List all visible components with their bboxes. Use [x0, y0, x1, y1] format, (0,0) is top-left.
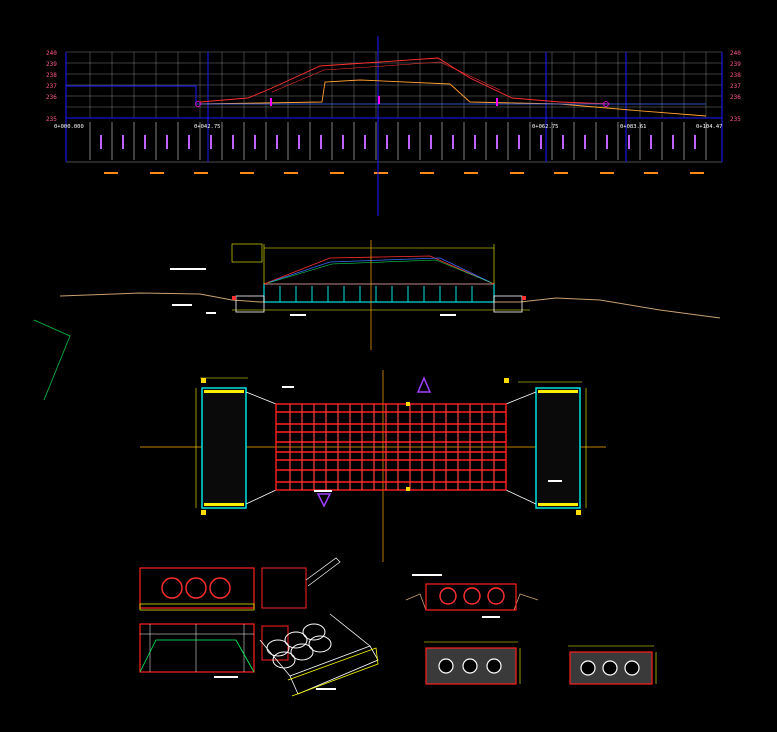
station-label: 0+000.000 [54, 124, 84, 130]
y-tick-label: 239 [730, 61, 741, 68]
culvert-webs [279, 286, 473, 302]
fill-embankment [263, 255, 495, 285]
headwall-pipes-1 [161, 577, 231, 599]
plan-markers [201, 378, 581, 515]
headwall-section-1 [139, 567, 255, 609]
isometric-culvert [259, 613, 379, 695]
barrel-outline [275, 403, 507, 491]
profile-y-axis-right: 240 239 238 237 236 235 [730, 50, 741, 123]
pipe-openings-1 [438, 658, 502, 674]
barrel-stirrups [289, 404, 495, 490]
detail-title-notes [214, 574, 500, 690]
station-label: 0+062.75 [532, 124, 559, 130]
inlet-marks [232, 296, 526, 300]
isometric-base [287, 647, 379, 697]
longitudinal-profile: 240 239 238 237 236 235 240 239 238 237 … [46, 36, 741, 216]
y-tick-label: 236 [46, 94, 57, 101]
elevation-notes [170, 268, 456, 316]
plan-dimension-lines [195, 377, 587, 508]
section-marker-icon [416, 376, 432, 393]
wingwalls [235, 295, 523, 313]
wingwall-section-2 [139, 639, 255, 673]
road-grade [269, 257, 491, 283]
elevation-dim-lines [424, 641, 657, 684]
y-tick-label: 240 [730, 50, 741, 57]
station-label: 0+104.47 [696, 124, 723, 130]
headwall-section-2 [139, 623, 255, 673]
triple-pipe-circles [439, 587, 505, 605]
culvert-elevation [59, 240, 721, 350]
pipe-openings-2 [580, 660, 640, 676]
terrain-line [59, 292, 721, 319]
profile-station-labels: 0+000.000 0+042.75 0+062.75 0+083.61 0+1… [54, 124, 723, 130]
existing-ground-line-2 [271, 61, 501, 93]
headwall-rebar-2 [140, 624, 254, 672]
y-tick-label: 235 [730, 116, 741, 123]
y-tick-label: 235 [46, 116, 57, 123]
culvert-body [263, 283, 495, 303]
site-boundary [33, 319, 71, 401]
y-tick-label: 239 [46, 61, 57, 68]
apron-hatch [204, 390, 578, 506]
y-tick-label: 237 [46, 83, 57, 90]
detail-sections [139, 557, 657, 697]
north-arrow-icon [316, 493, 332, 508]
isometric-pipes [266, 623, 332, 669]
wingwall-plan [245, 391, 537, 505]
y-tick-label: 237 [730, 83, 741, 90]
profile-grid [66, 51, 722, 119]
headwall-base-1 [139, 603, 255, 611]
dimension-lines [231, 243, 530, 311]
profile-markers [195, 96, 609, 107]
triple-pipe-section [425, 583, 517, 611]
y-tick-label: 238 [730, 72, 741, 79]
y-tick-label: 240 [46, 50, 57, 57]
wingwall-detail [261, 567, 307, 609]
existing-ground-line [199, 57, 611, 105]
station-label: 0+083.61 [620, 124, 647, 130]
culvert-plan [140, 370, 606, 562]
y-tick-label: 236 [730, 94, 741, 101]
profile-band-verticals [89, 122, 707, 160]
profile-band-values [100, 135, 696, 149]
profile-y-axis-left: 240 239 238 237 236 235 [46, 50, 57, 123]
wingwall-diagonal [305, 557, 341, 587]
station-label: 0+042.75 [194, 124, 221, 130]
profile-bottom-labels [104, 172, 704, 174]
inlet-apron [201, 387, 247, 509]
road-grade-2 [267, 259, 493, 284]
outlet-apron [535, 387, 581, 509]
plan-notes [282, 386, 562, 492]
y-tick-label: 238 [46, 72, 57, 79]
profile-frame [65, 36, 723, 216]
road-profile-line [199, 79, 707, 117]
